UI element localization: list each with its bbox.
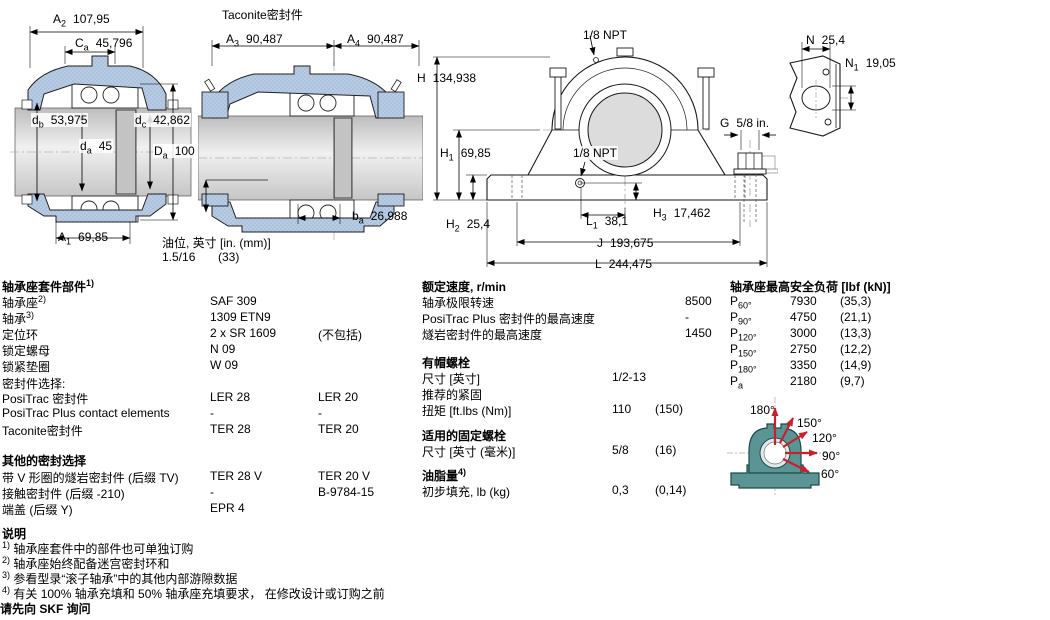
note-item: 3) 参看型录“滚子轴承”中的其他内部游隙数据: [2, 570, 238, 587]
notes-title: 说明: [2, 527, 27, 541]
table-row: PosiTrac Plus 密封件的最高速度 -: [422, 310, 689, 326]
torque-label-line1: 推荐的紧固: [422, 388, 483, 402]
table-row: PosiTrac Plus contact elements - -: [2, 406, 322, 420]
table-row: 轴承座2) SAF 309: [2, 294, 257, 310]
table-row: 初步填充, lb (kg) 0,3 (0,14): [422, 483, 687, 499]
other-seals-title: 其他的密封选择: [2, 454, 87, 468]
table-row: Taconite密封件 TER 28 TER 20: [2, 422, 359, 438]
front-view-drawing: [433, 35, 778, 267]
note-item: 2) 轴承座始终配备迷宫密封环和: [2, 555, 170, 572]
base-detail-drawing: [788, 42, 856, 137]
seal-choice-header: 密封件选择:: [2, 377, 66, 391]
table-row: PosiTrac 密封件 LER 28 LER 20: [2, 390, 359, 406]
table-row: P120° 3000 (13,3): [730, 326, 872, 343]
table-row: 带 V 形圈的燧岩密封件 (后缀 TV) TER 28 V TER 20 V: [2, 469, 371, 485]
note-item: 4) 有关 100% 轴承充填和 50% 轴承座充填要求， 在修改设计或订购之前: [2, 585, 385, 602]
npt-top-label: 1/8 NPT: [583, 28, 628, 42]
table-row: P90° 4750 (21,1): [730, 310, 872, 327]
table-row: 尺寸 [英寸 (毫米)] 5/8 (16): [422, 443, 677, 459]
load-table-title: 轴承座最高安全负荷 [lbf (kN)]: [730, 280, 891, 294]
parts-table-title: 轴承座套件部件1): [2, 278, 95, 295]
table-row: 锁紧垫圈 W 09: [2, 358, 239, 374]
table-row: Pa 2180 (9,7): [730, 374, 865, 391]
grease-title: 油脂量4): [422, 467, 467, 484]
speed-table-title: 额定速度, r/min: [422, 280, 507, 294]
oil-level-value-mm: (33): [218, 250, 240, 264]
table-row: 端盖 (后缀 Y) EPR 4: [2, 501, 245, 517]
table-row: 尺寸 [英寸] 1/2-13: [422, 370, 647, 386]
table-row: 扭矩 [ft.lbs (Nm)] 110 (150): [422, 402, 684, 418]
npt-side-label: 1/8 NPT: [572, 146, 619, 160]
angle-label-120: 120°: [812, 431, 837, 445]
anchor-bolts-title: 适用的固定螺栓: [422, 429, 507, 443]
section-view-taconite-drawing: [198, 40, 423, 240]
angle-label-60: 60°: [821, 467, 840, 481]
table-row: P180° 3350 (14,9): [730, 358, 872, 375]
notes-footer: 请先向 SKF 询问: [0, 602, 91, 616]
taconite-drawing-title: Taconite密封件: [222, 8, 303, 22]
table-row: 燧岩密封件的最高速度 1450: [422, 326, 712, 342]
table-row: P60° 7930 (35,3): [730, 294, 872, 311]
table-row: 定位环 2 x SR 1609 (不包括): [2, 326, 362, 342]
table-row: 轴承极限转速 8500: [422, 294, 712, 310]
angle-label-180: 180°: [750, 403, 775, 417]
angle-label-90: 90°: [822, 449, 841, 463]
table-row: 轴承3) 1309 ETN9: [2, 310, 271, 326]
oil-level-value-in: 1.5/16: [162, 250, 196, 264]
cap-bolts-title: 有帽螺栓: [422, 356, 471, 370]
note-item: 1) 轴承座套件中的部件也可单独订购: [2, 540, 194, 557]
load-direction-diagram: [727, 397, 827, 495]
oil-level-label: 油位, 英寸 [in. (mm)]: [162, 236, 271, 250]
table-row: 锁定螺母 N 09: [2, 342, 236, 358]
angle-label-150: 150°: [797, 416, 822, 430]
table-row: P150° 2750 (12,2): [730, 342, 872, 359]
table-row: 接触密封件 (后缀 -210) - B-9784-15: [2, 485, 375, 501]
